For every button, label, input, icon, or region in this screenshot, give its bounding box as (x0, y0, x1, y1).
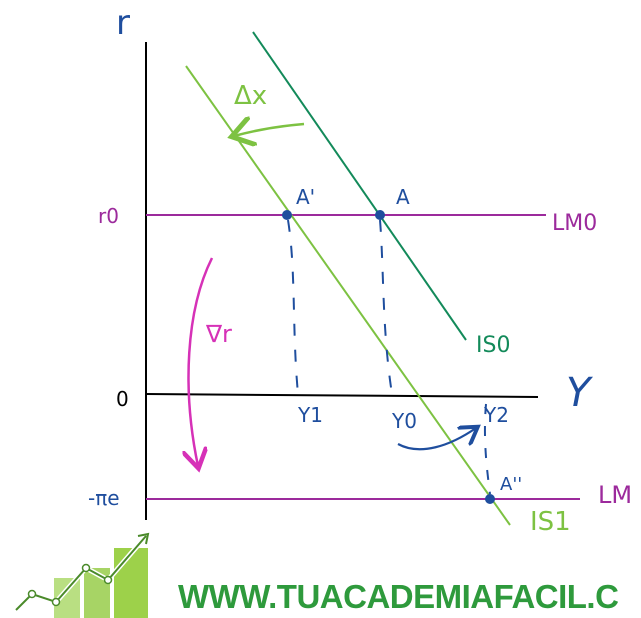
negative-rate-label: -πe (88, 486, 120, 510)
point-a-double-prime (485, 494, 495, 504)
point-a-prime (282, 210, 292, 220)
point-a-label: A (396, 185, 410, 209)
projection-y2 (483, 403, 491, 495)
y-axis-label: Y (566, 370, 594, 416)
r-axis-label: r (116, 3, 130, 43)
point-a (375, 210, 385, 220)
is0-line (252, 31, 467, 341)
r0-label: r0 (98, 204, 119, 228)
y2-label: Y2 (483, 403, 509, 427)
footer-url: WWW.TUACADEMIAFACIL.C (178, 578, 619, 615)
shift-label: Δx (234, 81, 267, 111)
rate-decrease-arrow (189, 257, 214, 466)
point-a-double-prime-label: A'' (500, 474, 522, 495)
is1-label: IS1 (530, 507, 571, 537)
shift-arrow (234, 124, 305, 136)
y1-label: Y1 (297, 403, 323, 427)
is0-label: IS0 (476, 333, 510, 358)
logo-chart-icon (14, 532, 150, 618)
point-a-prime-label: A' (296, 185, 315, 209)
projection-y0 (379, 219, 393, 395)
projection-y1 (287, 219, 299, 395)
y-axis (145, 393, 539, 398)
income-shift-arrow (397, 428, 476, 451)
rate-change-label: ∇r (205, 320, 232, 348)
lm1-label: LM (598, 481, 632, 509)
y0-label: Y0 (391, 409, 417, 433)
origin-label: 0 (116, 387, 129, 411)
lm0-label: LM0 (552, 211, 597, 236)
